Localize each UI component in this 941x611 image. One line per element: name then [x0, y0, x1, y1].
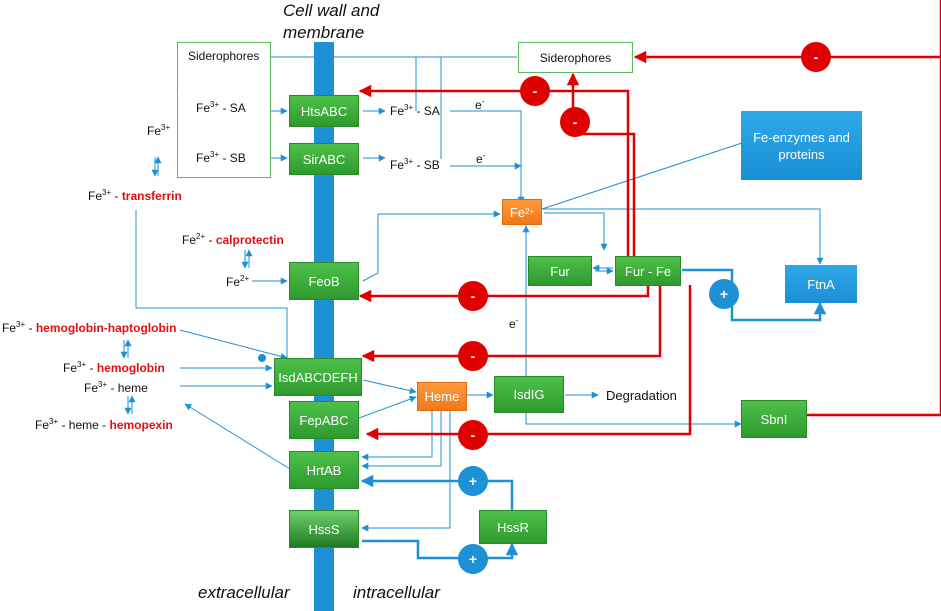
- extracellular-label: extracellular: [198, 583, 290, 602]
- repression-sign-htsabc: -: [520, 76, 550, 106]
- repression-sign-isd: -: [458, 341, 488, 371]
- feob-box: FeoB: [289, 262, 359, 300]
- hsss-box: HssS: [289, 510, 359, 548]
- fe3-hemoglobin: Fe3+ - hemoglobin: [63, 360, 165, 376]
- hssr-box: HssR: [479, 510, 547, 544]
- membrane-header: Cell wall and membrane: [283, 0, 379, 44]
- ftna-box: FtnA: [785, 265, 857, 303]
- degradation-label: Degradation: [606, 388, 677, 403]
- fe-enzymes-box: Fe-enzymes and proteins: [741, 111, 862, 180]
- repression-sign-feob: -: [458, 281, 488, 311]
- fe3-heme: Fe3+ - heme: [84, 380, 148, 396]
- heme-node: Heme: [417, 382, 467, 411]
- electron-label-1: e-: [475, 97, 485, 113]
- fe3-hemoglobin-haptoglobin: Fe3+ - hemoglobin-haptoglobin: [2, 320, 177, 336]
- fe3-sb-intracellular: Fe3+ - SB: [390, 157, 440, 173]
- intracellular-label: intracellular: [353, 583, 440, 602]
- fe2-calprotectin: Fe2+ - calprotectin: [182, 232, 284, 248]
- electron-label-2: e-: [476, 151, 486, 167]
- fe2-node-base: Fe: [509, 204, 526, 220]
- hrtab-box: HrtAB: [289, 451, 359, 489]
- activation-lines: [360, 268, 827, 560]
- htsabc-box: HtsABC: [289, 95, 359, 127]
- fur-fe-box: Fur - Fe: [615, 256, 681, 286]
- fur-box: Fur: [528, 256, 592, 286]
- fe3-sa-intracellular: Fe3+ - SA: [390, 103, 440, 119]
- repression-sign-siderophores: -: [560, 107, 590, 137]
- membrane-header-line1: Cell wall and: [283, 1, 380, 20]
- siderophores-intracellular-box: Siderophores: [518, 42, 633, 73]
- isd-box: IsdABCDEFH: [274, 358, 362, 396]
- repression-sign-fepabc: -: [458, 420, 488, 450]
- receptor-dot: [258, 354, 266, 362]
- activation-sign-hrtab: +: [458, 466, 488, 496]
- fe3-transferrin: Fe3+ - transferrin: [88, 188, 182, 204]
- sbni-box: SbnI: [741, 400, 807, 438]
- fepabc-box: FepABC: [289, 401, 359, 439]
- siderophores-extracellular-label: Siderophores: [188, 49, 260, 63]
- sirabc-box: SirABC: [289, 143, 359, 175]
- fe2-free: Fe2+: [226, 274, 250, 290]
- fe3-free: Fe3+: [147, 123, 171, 139]
- fe3-sb-extracellular: Fe3+ - SB: [196, 150, 246, 166]
- repression-sign-sbni: -: [801, 42, 831, 72]
- repression-lines: [358, 0, 941, 441]
- electron-label-3: e-: [509, 316, 519, 332]
- siderophores-extracellular-box: [177, 42, 271, 178]
- membrane-header-line2: membrane: [283, 23, 365, 42]
- fe3-sa-extracellular: Fe3+ - SA: [196, 100, 246, 116]
- fe3-heme-hemopexin: Fe3+ - heme - hemopexin: [35, 417, 173, 433]
- isdig-box: IsdIG: [494, 376, 564, 413]
- activation-sign-ftna: +: [709, 279, 739, 309]
- activation-sign-hssr: +: [458, 544, 488, 574]
